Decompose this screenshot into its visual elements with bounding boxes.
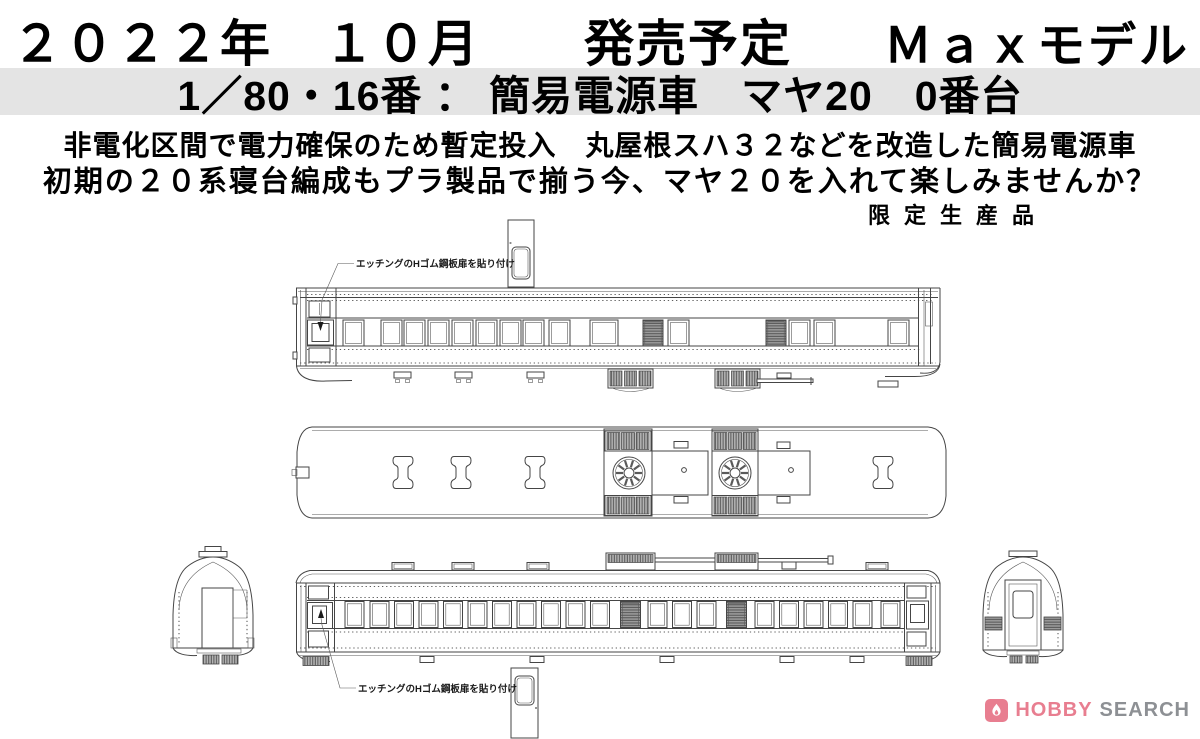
end-view-left: [170, 546, 255, 665]
description-line-2: 初期の２０系寝台編成もプラ製品で揃う今、マヤ２０を入れて楽しみませんか？: [42, 166, 1158, 198]
hobby-search-watermark: HOBBY SEARCH: [985, 699, 1190, 722]
product-title: 1／80・16番 ： 簡易電源車 マヤ20 0番台: [177, 72, 1023, 119]
end-view-right: [982, 550, 1064, 664]
annotation-top-label: エッチングのHゴム鋼板扉を貼り付け: [356, 258, 515, 270]
door-detail-bottom: [510, 667, 539, 739]
watermark-search-text: SEARCH: [1099, 699, 1190, 721]
annotation-top-group: エッチングのHゴム鋼板扉を貼り付け: [317, 258, 515, 331]
product-title-bar: 1／80・16番 ： 簡易電源車 マヤ20 0番台: [0, 68, 1200, 119]
annotation-bottom-label: エッチングのHゴム鋼板扉を貼り付け: [358, 683, 517, 695]
hobby-search-logo-icon: [985, 699, 1009, 722]
release-date: ２０２２年 １０月 発売予定: [12, 16, 792, 72]
roof-plan-view: [291, 426, 947, 519]
side-view-top: [292, 287, 941, 392]
limited-production-label: 限定生産品: [867, 203, 1048, 228]
watermark-hobby-text: HOBBY: [1015, 699, 1093, 721]
brand-name: Ｍａｘモデル: [883, 20, 1190, 73]
door-detail-top: [507, 219, 535, 288]
side-view-bottom: [295, 552, 941, 666]
annotation-bottom-group: エッチングのHゴム鋼板扉を貼り付け: [318, 609, 517, 695]
description-line-1: 非電化区間で電力確保のため暫定投入 丸屋根スハ３２などを改造した簡易電源車: [63, 130, 1137, 161]
